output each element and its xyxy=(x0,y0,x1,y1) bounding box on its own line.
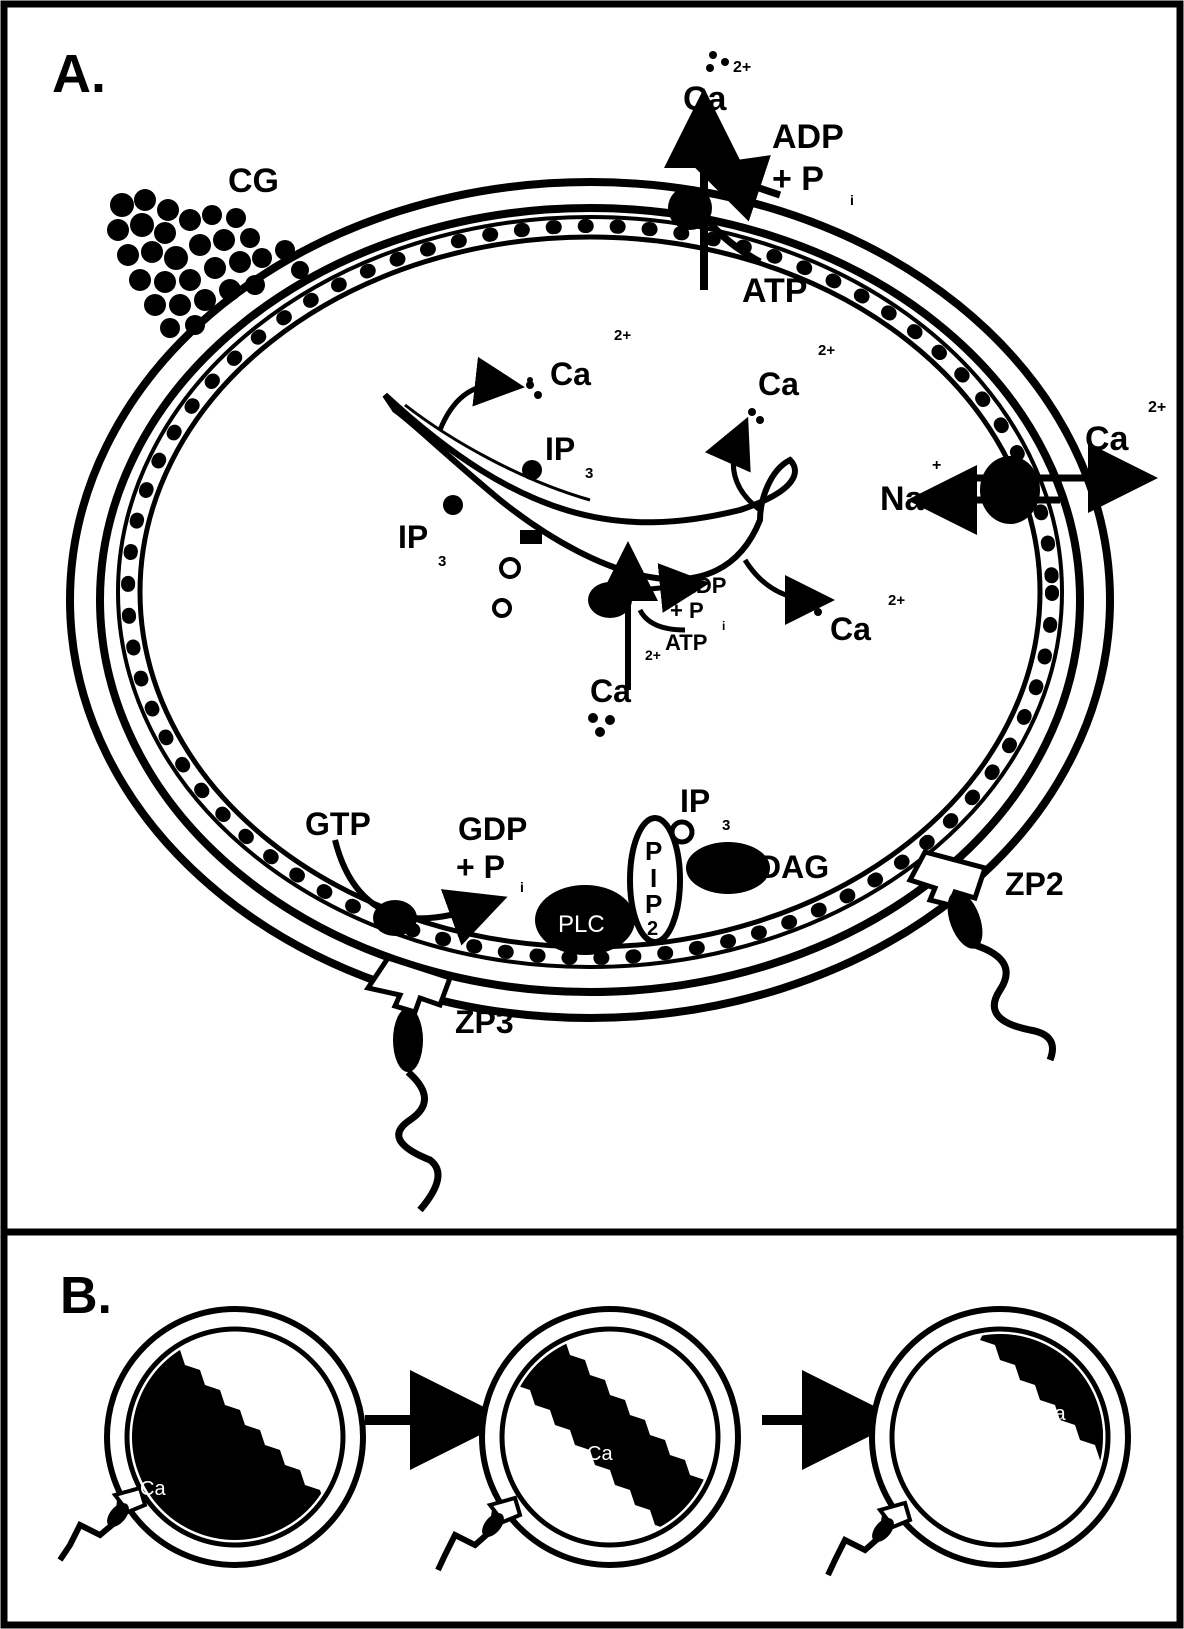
er-release-center xyxy=(733,435,760,510)
er-ca-bottom-sup: 2+ xyxy=(645,647,661,663)
ip3-b-sub: 3 xyxy=(438,553,446,570)
er-ca-right-sup: 2+ xyxy=(888,592,905,609)
membrane-beads xyxy=(128,226,1052,958)
ca-left-label: Ca xyxy=(550,356,591,392)
ip3-c-label: IP xyxy=(680,783,710,819)
panel-a-label: A. xyxy=(52,44,106,104)
dag-label: DAG xyxy=(758,849,829,885)
na-sup: + xyxy=(932,457,941,474)
endoplasmic-reticulum xyxy=(385,395,795,579)
gdp-plus-p: + P xyxy=(456,849,505,885)
cell-1-ca-label: Ca xyxy=(140,1478,166,1500)
gdp-label: GDP xyxy=(458,811,527,847)
gtp-label: GTP xyxy=(305,806,371,842)
cell-2-ca-label: Ca xyxy=(587,1443,613,1465)
top-ca-label: Ca xyxy=(683,80,728,118)
zp3-label: ZP3 xyxy=(455,1004,514,1040)
ca-left-sup: 2+ xyxy=(614,327,631,344)
zp3-sperm xyxy=(368,958,450,1210)
calcium-wave-cell-1 xyxy=(60,1309,363,1565)
ca-center-sup: 2+ xyxy=(818,342,835,359)
er-ca-right-label: Ca xyxy=(830,611,871,647)
ip3-c-sub: 3 xyxy=(722,817,730,834)
adp-plus-p: + P xyxy=(772,160,824,198)
ca-right-sup: 2+ xyxy=(1148,399,1166,416)
ip3-a-sub: 3 xyxy=(585,465,593,482)
calcium-wave-cell-3 xyxy=(828,1309,1128,1575)
er-adp-label: ADP xyxy=(680,573,726,598)
ca-center-label: Ca xyxy=(758,366,799,402)
er-plus-p: + P xyxy=(670,598,704,623)
adp-p-sub: i xyxy=(850,192,854,208)
er-release-left xyxy=(440,385,505,430)
pip2-letter-1: P xyxy=(645,836,662,866)
er-release-right xyxy=(745,560,815,600)
ip3-product xyxy=(672,822,692,842)
ip3-b-label: IP xyxy=(398,519,428,555)
calcium-wave-cell-2 xyxy=(438,1309,738,1570)
panel-b-label: B. xyxy=(60,1267,112,1325)
ip3-a-label: IP xyxy=(545,431,575,467)
er-atp-label: ATP xyxy=(665,630,707,655)
plc-label: PLC xyxy=(558,911,605,938)
top-ca-sup: 2+ xyxy=(733,59,751,76)
pip2-letter-4: 2 xyxy=(647,918,658,940)
er-p-sub: i xyxy=(722,619,725,633)
cg-label: CG xyxy=(228,162,279,200)
na-label: Na xyxy=(880,480,925,518)
pip2-letter-3: P xyxy=(645,889,662,919)
er-ca-bottom-label: Ca xyxy=(590,673,631,709)
cell-3-ca-label: Ca xyxy=(1040,1403,1066,1425)
zp2-label: ZP2 xyxy=(1005,866,1064,902)
adp-label: ADP xyxy=(772,118,844,156)
atp-label: ATP xyxy=(742,272,807,310)
gdp-p-sub: i xyxy=(520,879,524,895)
ca-right-label: Ca xyxy=(1085,420,1130,458)
er-ca-pump xyxy=(588,565,690,690)
